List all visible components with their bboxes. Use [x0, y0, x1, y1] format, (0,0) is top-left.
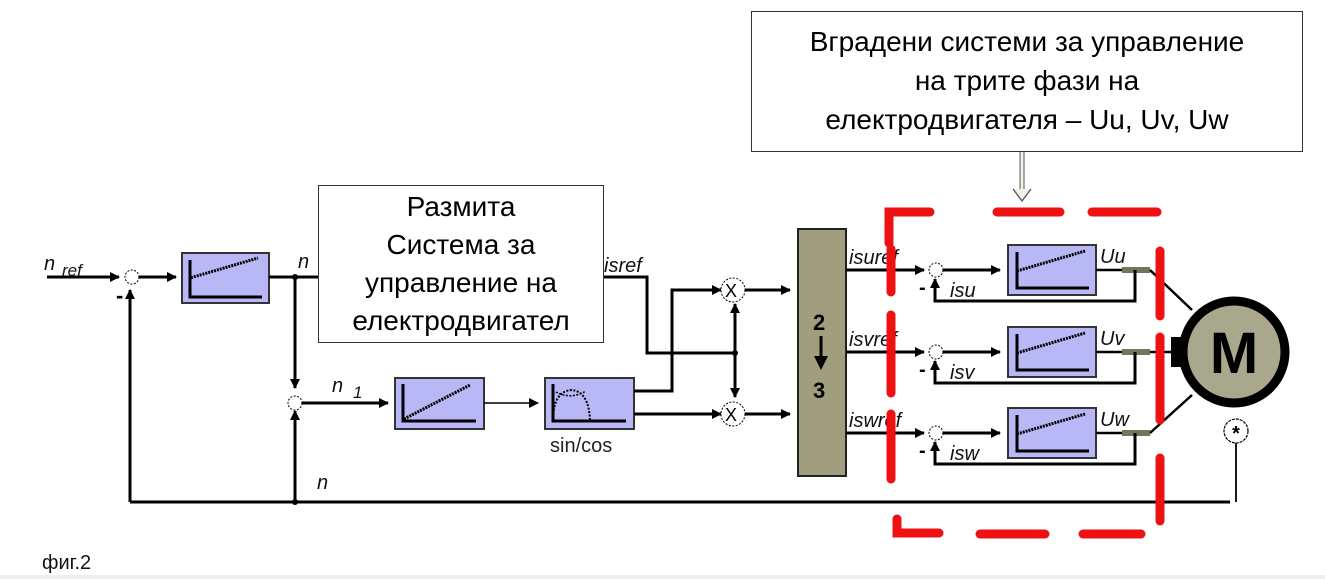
svg-text:2: 2 [813, 310, 825, 335]
speed-controller-block [181, 252, 270, 304]
minus-sign-speed: - [116, 283, 123, 308]
n-ref-input: n ref [44, 253, 120, 282]
motor-label: M [1210, 321, 1258, 386]
motor: M [1149, 269, 1290, 434]
sum-junction-speed [124, 269, 140, 285]
n-feedback-label: n [317, 472, 328, 494]
note-line: Система за [386, 229, 536, 260]
n-ref-label: n [44, 253, 55, 275]
sum-junction-phase [928, 262, 944, 278]
note-line: управление на [365, 267, 557, 298]
multiplier-top: X [720, 277, 746, 303]
phase-feedback-label: isw [950, 443, 980, 465]
minus-sign-phase: - [919, 440, 926, 462]
integrator-block [394, 377, 485, 430]
svg-text:X: X [725, 405, 737, 425]
note-line: Размита [406, 191, 516, 222]
n1-label: n [332, 375, 343, 397]
phase-feedback-label: isu [950, 280, 976, 302]
sincos-block [544, 377, 635, 430]
encoder: * [1223, 418, 1249, 502]
motor-circle [1178, 296, 1290, 408]
fuzzy-control-note: Размита Система за управление на електро… [318, 185, 604, 343]
sum-junction-slip [287, 395, 303, 411]
multiplier-bottom: X [720, 401, 746, 427]
n1-subscript: 1 [353, 383, 362, 402]
svg-text:*: * [1232, 423, 1240, 445]
n-signal-label: n [298, 251, 309, 273]
minus-sign-phase: - [919, 359, 926, 381]
sum-junction-phase [928, 344, 944, 360]
note-line: на трите фази на [914, 65, 1140, 96]
embedded-systems-highlight [884, 207, 1165, 539]
converter-2-to-3: 2 3 [797, 228, 847, 477]
figure-caption: фиг.2 [42, 552, 92, 574]
note-line: Вградени системи за управление [809, 26, 1245, 57]
note-line: електродвигател [352, 305, 570, 336]
minus-sign-phase: - [919, 277, 926, 299]
phase-feedback-label: isv [950, 362, 975, 384]
n-ref-subscript: ref [62, 261, 84, 280]
sincos-label: sin/cos [550, 435, 612, 457]
svg-text:X: X [725, 281, 737, 301]
note-line: електродвигателя – Uu, Uv, Uw [825, 104, 1229, 135]
embedded-systems-note: Вградени системи за управление на трите … [751, 11, 1303, 152]
svg-text:3: 3 [813, 378, 825, 403]
page-bottom-strip [0, 575, 1325, 579]
phase-voltage-label: Uw [1100, 409, 1130, 431]
isref-label: isref [604, 255, 644, 277]
phase-voltage-label: Uv [1100, 328, 1125, 350]
phase-voltage-label: Uu [1100, 246, 1126, 268]
callout-arrow [1012, 152, 1032, 203]
sum-junction-phase [928, 425, 944, 441]
